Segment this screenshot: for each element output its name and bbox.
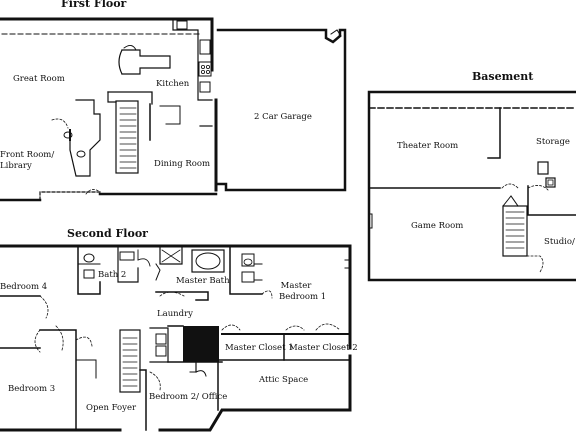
first-floor-title: First Floor — [61, 0, 127, 10]
garage-label: 2 Car Garage — [254, 112, 312, 122]
first-floor-outer-wall — [0, 17, 214, 72]
front-room-label: Front Room/ — [0, 150, 55, 160]
open-foyer-label: Open Foyer — [86, 403, 137, 413]
master-bedroom-label-2: Bedroom 1 — [279, 292, 327, 302]
basement-plan — [367, 90, 576, 282]
great-room-label: Great Room — [13, 74, 65, 84]
studio-label: Studio/ C — [544, 237, 576, 247]
library-label: Library — [0, 161, 32, 171]
basement-title: Basement — [472, 70, 534, 83]
master-closet-1-label: Master Closet 1 — [225, 343, 294, 353]
master-closet-2-label: Master Closet 2 — [289, 343, 358, 353]
laundry-label: Laundry — [157, 309, 193, 319]
second-floor-plan — [0, 244, 352, 432]
kitchen-label: Kitchen — [156, 79, 190, 89]
bedroom-4-label: Bedroom 4 — [0, 282, 48, 292]
attic-space-label: Attic Space — [259, 375, 309, 385]
first-floor-plan — [0, 17, 347, 202]
second-floor-outer-wall — [0, 244, 352, 432]
storage-label: Storage — [536, 137, 570, 147]
dining-room-label: Dining Room — [154, 159, 211, 169]
bedroom-3-label: Bedroom 3 — [8, 384, 56, 394]
theater-room-label: Theater Room — [397, 141, 459, 151]
laundry-dark-block — [183, 326, 219, 362]
basement-outer-wall — [367, 90, 576, 282]
garage-outline — [216, 28, 347, 192]
game-room-label: Game Room — [411, 221, 464, 231]
bedroom-2-office-label: Bedroom 2/ Office — [149, 392, 228, 402]
second-floor-title: Second Floor — [67, 227, 148, 240]
bath-2-label: Bath 2 — [98, 270, 127, 280]
master-bedroom-label-1: Master — [280, 281, 312, 291]
master-bath-label: Master Bath — [176, 276, 230, 286]
